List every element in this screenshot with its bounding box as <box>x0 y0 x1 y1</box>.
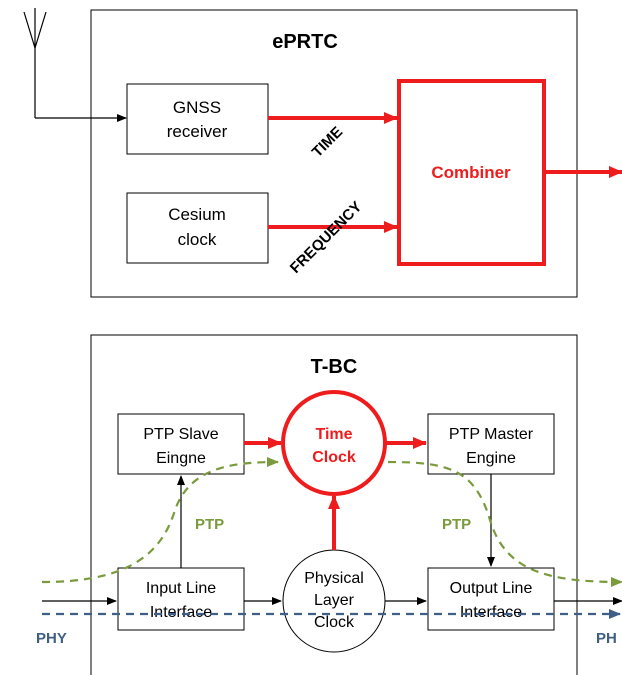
tbc-section: T-BC PTP Slave Eingne Time Clock PTP Mas… <box>36 334 622 675</box>
output-line-interface-box <box>427 567 555 631</box>
phy-label-right: PH <box>596 630 617 647</box>
ptp-master-engine-label-line1: PTP Master <box>449 426 534 443</box>
gnss-receiver-label-line2: receiver <box>167 122 228 141</box>
ptp-master-engine-label-line2: Engine <box>466 450 516 467</box>
tbc-title: T-BC <box>311 356 358 378</box>
frequency-label: FREQUENCY <box>287 198 366 277</box>
eprtc-box <box>90 9 578 298</box>
combiner-box <box>397 79 546 266</box>
tbc-box <box>90 334 578 675</box>
physical-layer-clock-label-line1: Physical <box>304 570 364 587</box>
combiner-label: Combiner <box>431 163 511 182</box>
gnss-receiver-box <box>126 83 269 155</box>
input-line-interface-label-line1: Input Line <box>146 580 216 597</box>
physical-layer-clock-label-line3: Clock <box>314 614 355 631</box>
eprtc-section: ePRTC GNSS receiver Cesium clock Combine… <box>23 8 622 298</box>
ptp-slave-engine-label-line1: PTP Slave <box>143 426 218 443</box>
cesium-clock-label-line1: Cesium <box>168 205 226 224</box>
phy-label-left: PHY <box>36 630 67 647</box>
input-line-interface-box <box>117 567 245 631</box>
antenna-icon <box>23 8 47 118</box>
cesium-clock-label-line2: clock <box>178 230 217 249</box>
output-line-interface-label-line2: Interface <box>460 604 522 621</box>
ptp-label-right: PTP <box>442 516 471 533</box>
ptp-slave-engine-label-line2: Eingne <box>156 450 206 467</box>
ptp-label-left: PTP <box>195 516 224 533</box>
input-line-interface-label-line2: Interface <box>150 604 212 621</box>
time-clock-label-line2: Clock <box>312 449 356 466</box>
physical-layer-clock-label-line2: Layer <box>314 592 355 609</box>
ptp-flow-left <box>41 457 279 584</box>
cesium-clock-box <box>126 192 269 264</box>
time-label: TIME <box>309 123 346 160</box>
time-clock-label-line1: Time <box>315 426 352 443</box>
ptp-flow-right <box>387 460 622 587</box>
gnss-receiver-label-line1: GNSS <box>173 98 221 117</box>
ptp-slave-engine-box <box>117 413 245 475</box>
output-line-interface-label-line1: Output Line <box>450 580 533 597</box>
eprtc-title: ePRTC <box>272 31 338 53</box>
time-clock-circle <box>281 390 387 496</box>
